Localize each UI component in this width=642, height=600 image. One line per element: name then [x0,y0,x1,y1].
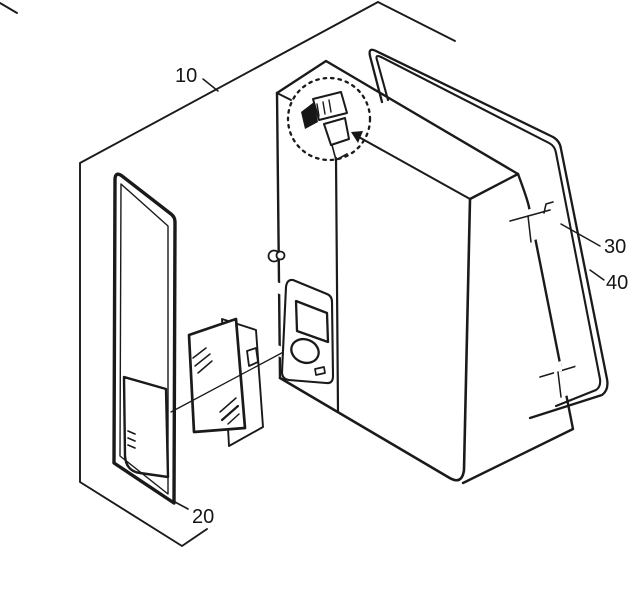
dashed-detail-circle [286,76,372,162]
door-panel [112,172,177,505]
hatch-stroke [192,347,207,359]
panel-slot [314,366,326,376]
upper-clip-hook [543,201,554,214]
upper-clip-left-block [505,217,526,251]
lower-clip-fold [557,371,562,398]
control-panel [280,278,335,385]
glass-reflection-hatches [192,347,240,425]
label-40-leader [589,269,605,281]
control-knob [290,337,320,365]
label-20-group: 20 [174,501,214,528]
hatch-stroke [227,413,240,425]
glass-pane-fill [189,319,245,432]
side-knob-inner [275,250,286,261]
lower-clip-left-block [535,374,555,407]
right-face-edges [461,172,575,485]
detail-clip-hatch [316,99,332,117]
tab-middle [277,282,287,297]
upper-clip-fold [527,215,532,243]
hatch-stroke [220,404,240,422]
right-face-fill [463,174,573,483]
front-top-edge-right-segment [356,135,471,200]
lower-clip-tab-left [554,361,562,374]
frame-inner-line [375,54,602,408]
display-window [294,299,330,344]
label-10: 10 [175,65,197,87]
label-10-group: 10 [175,65,219,92]
tick-mark [127,430,136,435]
upper-clip [505,201,558,251]
assembly-alignment-line [170,347,292,413]
detail-callout [286,76,372,162]
panel-bezel-fill [282,279,333,384]
boundary-outline [79,1,456,547]
label-40: 40 [606,272,628,294]
hatch-stroke [219,397,237,413]
gasket-frame [368,48,609,420]
detail-clip-tail [331,144,348,161]
front-bottom-right-edges [278,197,472,482]
top-face-fill [277,61,518,199]
upper-clip-right-block [519,203,558,243]
detail-clip-body [312,91,348,121]
top-edges [275,59,520,176]
label-30: 30 [604,236,626,258]
door-outer-outline [112,172,177,505]
door-face-fill [114,174,175,503]
detail-arrowhead [351,131,363,143]
detail-clip-dark-edge [301,102,318,129]
mounting-clips [505,201,588,407]
upper-clip-flange [509,209,551,222]
front-top-edge-left-segment [276,92,292,101]
tick-mark [127,437,136,442]
label-40-group: 40 [589,269,628,294]
door-window-opening [122,375,170,479]
frame-outer-line [368,48,609,420]
lower-clip-tab-right [575,359,583,371]
panel-bezel-outline [280,278,335,385]
hatch-stroke [194,353,211,367]
label-20: 20 [192,506,214,528]
corner-stub-line [0,2,18,14]
tick-mark [127,444,136,449]
hatch-stroke [197,360,213,374]
inner-panels [187,317,264,447]
glass-pane-outline [187,317,247,434]
front-left-edge [275,91,282,380]
detail-clip-flap [323,117,350,146]
front-seam-line [334,156,340,414]
tab-upper [280,143,290,158]
label-30-group: 30 [560,223,626,258]
door-inner-line [119,183,169,495]
rear-panel-cutout [246,347,259,367]
top-right-edge [468,172,520,201]
enclosure-outline [0,1,456,547]
label-20-leader [174,501,189,510]
lower-clip [535,359,588,407]
label-10-leader [202,78,219,92]
door-hinge-ticks [127,430,136,449]
label-30-leader [560,223,601,247]
